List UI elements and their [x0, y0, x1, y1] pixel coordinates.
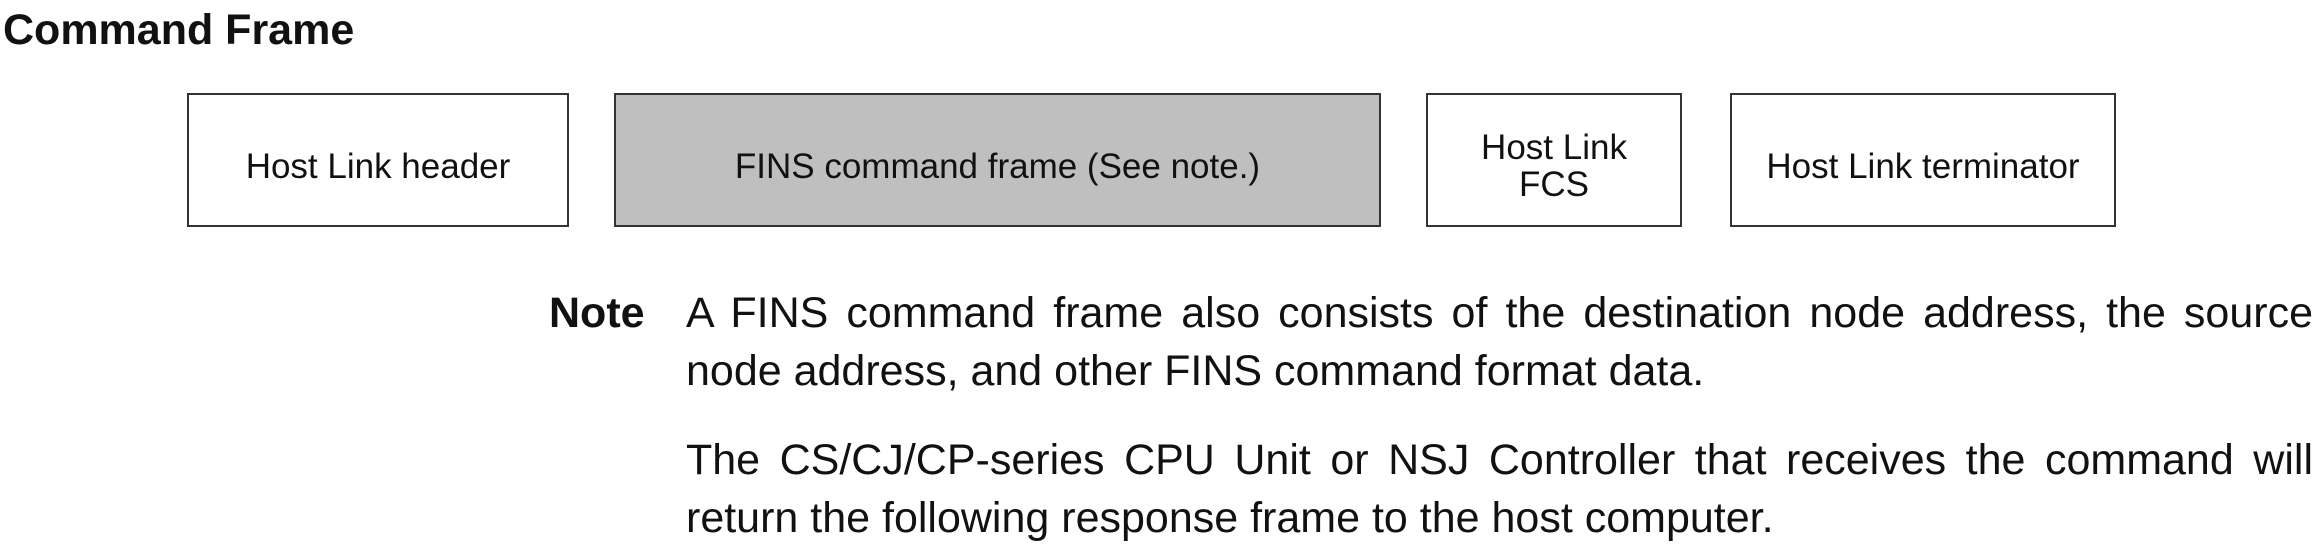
section-title: Command Frame: [3, 6, 355, 54]
note-paragraph-1: A FINS command frame also consists of th…: [686, 289, 2313, 395]
host-link-terminator-label: Host Link terminator: [1766, 146, 2080, 186]
note-label: Note: [549, 289, 645, 337]
host-link-terminator-box: Host Link terminator: [1730, 93, 2116, 227]
fins-command-frame-box: FINS command frame (See note.): [614, 93, 1381, 227]
host-link-fcs-label-line1: Host Link: [1481, 128, 1627, 167]
fins-command-frame-label: FINS command frame (See note.): [734, 146, 1261, 186]
host-link-header-label: Host Link header: [245, 146, 511, 186]
host-link-fcs-box: Host Link FCS: [1426, 93, 1682, 227]
note-paragraph-2: The CS/CJ/CP-series CPU Unit or NSJ Cont…: [686, 436, 2313, 542]
host-link-header-box: Host Link header: [187, 93, 569, 227]
host-link-fcs-label-line2: FCS: [1519, 165, 1589, 204]
